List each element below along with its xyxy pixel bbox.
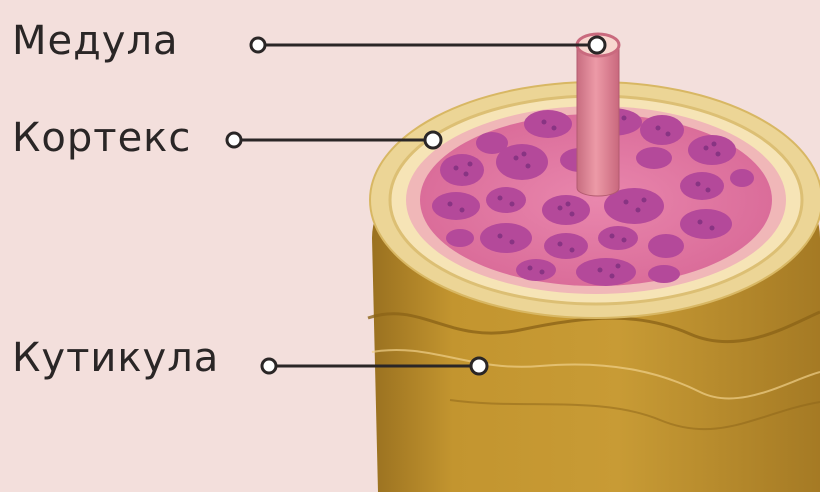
medulla-pointer-dot — [589, 37, 605, 53]
cuticle-label: Кутикула — [12, 338, 219, 378]
cortex-pointer-dot — [425, 132, 441, 148]
cortex-leader-start-dot — [227, 133, 241, 147]
medulla-label: Медула — [12, 21, 179, 61]
cuticle-leader-start-dot — [262, 359, 276, 373]
cortex-label: Кортекс — [12, 118, 191, 158]
medulla-leader-start-dot — [251, 38, 265, 52]
medulla-tube — [577, 45, 619, 196]
cuticle-pointer-dot — [471, 358, 487, 374]
